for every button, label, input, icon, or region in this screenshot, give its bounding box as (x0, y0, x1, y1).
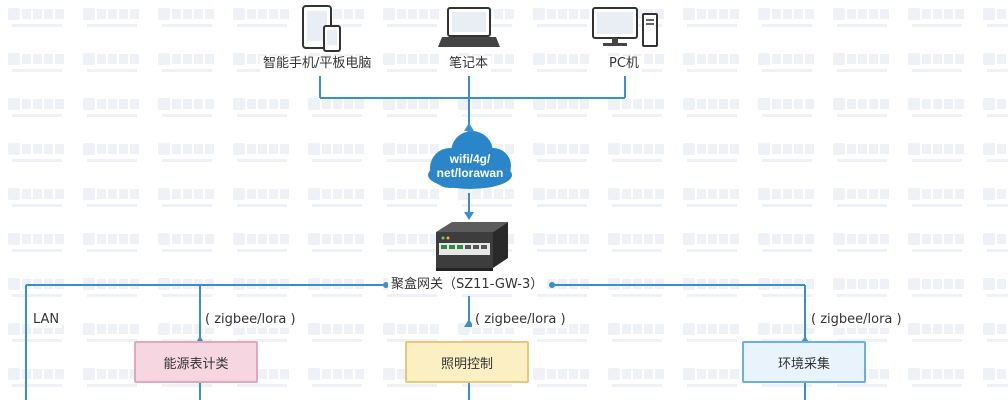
protocol-label-center: ( zigbee/lora ) (472, 312, 569, 328)
pc-icon (592, 7, 658, 47)
laptop-label: 笔记本 (446, 56, 492, 72)
bus-dot-icon (383, 282, 389, 288)
tablet-phone-icon (302, 5, 341, 52)
laptop-icon (438, 7, 500, 47)
arrow-down-icon (464, 212, 474, 220)
device-connectors (25, 76, 806, 400)
protocol-label-left: ( zigbee/lora ) (202, 312, 299, 328)
cloud-label: wifi/4g/ net/lorawan (428, 152, 512, 180)
bus-dot-icon (549, 282, 555, 288)
cloud-label-line1: wifi/4g/ (449, 152, 491, 166)
lighting-control-box: 照明控制 (405, 341, 529, 383)
environment-collection-box: 环境采集 (742, 341, 866, 383)
lan-label: LAN (30, 312, 63, 328)
arrow-up-icon (464, 123, 474, 131)
arrow-up-icon (464, 319, 474, 327)
energy-meter-box: 能源表计类 (134, 341, 258, 383)
gateway-label: 聚盒网关（SZ11-GW-3） (388, 277, 547, 293)
protocol-label-right: ( zigbee/lora ) (808, 312, 905, 328)
pc-label: PC机 (606, 56, 642, 72)
tablet-phone-label: 智能手机/平板电脑 (260, 56, 375, 72)
cloud-label-line2: net/lorawan (436, 166, 504, 180)
gateway-device-icon (436, 222, 508, 271)
cloud-icon (428, 131, 512, 189)
